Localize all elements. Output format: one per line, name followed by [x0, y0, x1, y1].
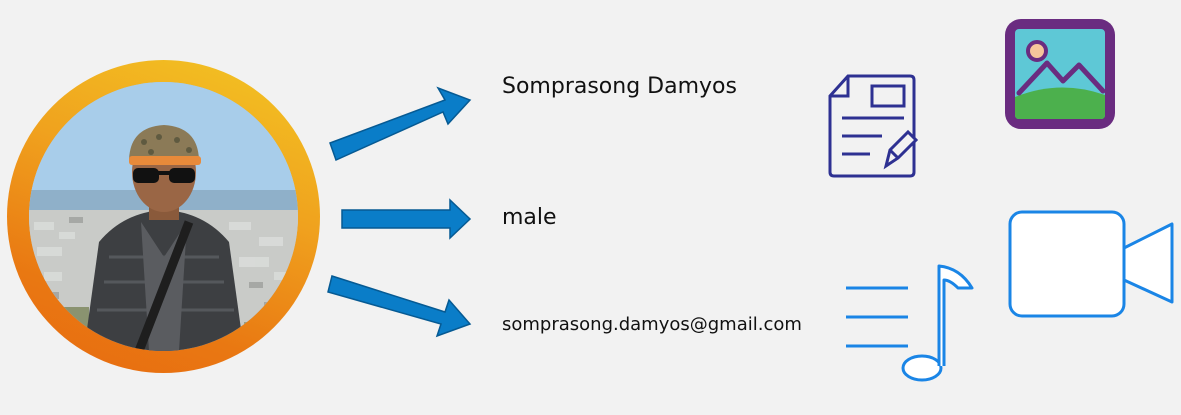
arrow-icon [327, 275, 472, 338]
arrow-icon [329, 86, 472, 162]
gender-label: male [502, 205, 557, 230]
name-label: Somprasong Damyos [502, 74, 737, 99]
avatar [29, 82, 298, 351]
arrows-group [327, 86, 472, 338]
profile-photo [29, 82, 298, 351]
email-label: somprasong.damyos@gmail.com [502, 314, 802, 335]
music-note-icon [846, 264, 974, 382]
image-icon [1005, 19, 1115, 129]
arrow-icon [341, 198, 472, 240]
document-edit-icon [828, 74, 918, 178]
video-camera-icon [1008, 210, 1174, 318]
